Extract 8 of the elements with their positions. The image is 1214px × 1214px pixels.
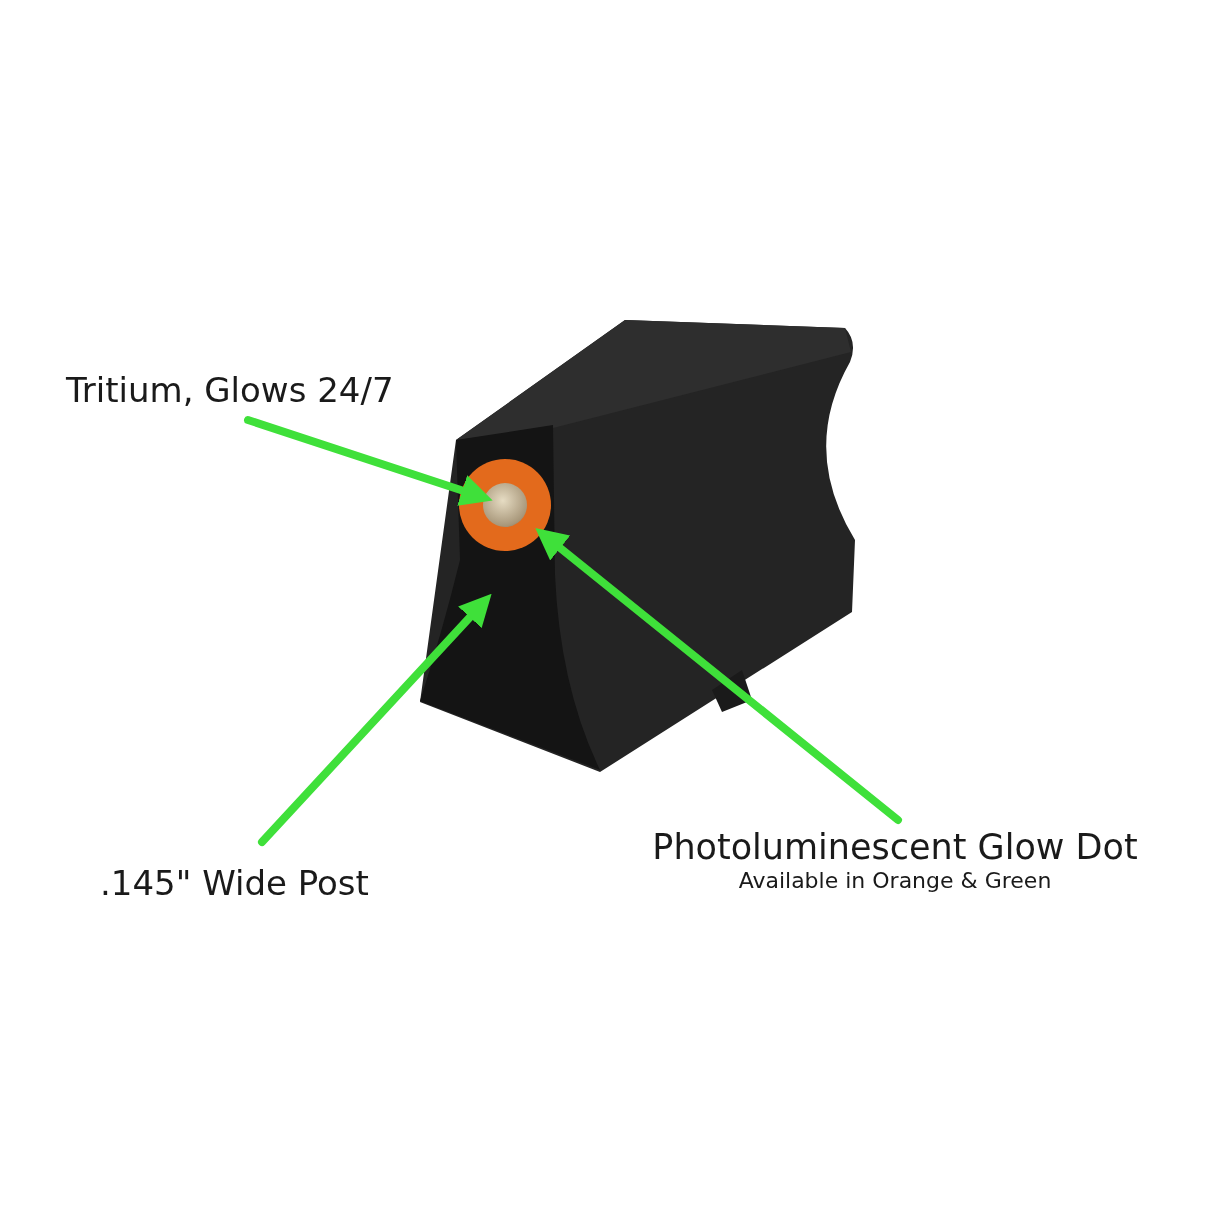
- callout-note: Available in Orange & Green: [738, 868, 1052, 895]
- tritium-insert: [483, 483, 527, 527]
- callout-label: .145" Wide Post: [100, 863, 369, 904]
- callout-label: Photoluminescent Glow Dot: [652, 826, 1138, 868]
- callout-label: Tritium, Glows 24/7: [66, 370, 394, 411]
- leader-arrow: [535, 528, 902, 824]
- leader-arrow: [258, 593, 492, 846]
- leader-arrow: [244, 416, 493, 506]
